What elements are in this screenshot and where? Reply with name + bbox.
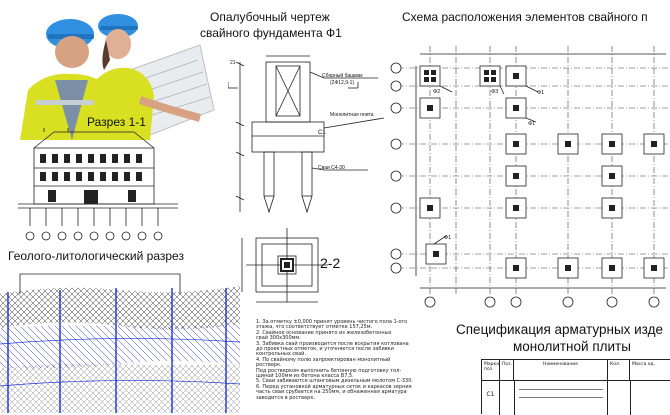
label-block-code: (2Ф12,9-1) — [330, 80, 355, 86]
formwork-notes: 1. За отметку ±0,000 принят уровень чист… — [256, 319, 416, 401]
note-line: 1. За отметку ±0,000 принят уровень чист… — [256, 319, 408, 325]
geo-title: Геолого-литологический разрез — [8, 249, 184, 263]
scheme-label-f2: Ф2 — [433, 89, 441, 95]
section-drawing — [18, 128, 178, 241]
spec-header-pos: Поз. — [500, 360, 514, 380]
spec-header-qty: Кол. — [608, 360, 630, 380]
scheme-title: Схема расположения элементов свайного п — [402, 10, 648, 24]
geo-section — [0, 273, 240, 413]
note-line: до проектных отметок, и уточняется после… — [256, 346, 394, 353]
note-line: 4. По свайному полю запроектирован монол… — [256, 356, 391, 369]
scheme-label-f1: Ф1 — [537, 90, 545, 96]
section-mark: 2-2 — [320, 255, 341, 271]
note-line: Под ростверком выполнить бетонную подгот… — [256, 367, 402, 374]
spec-table: Марка поз. Поз. Наименование Кол. Масса … — [481, 359, 670, 415]
spec-header-mass: Масса ед. — [632, 362, 656, 367]
label-slab: Монолитная плита — [330, 112, 374, 118]
note-line: щиной 100мм из бетона класса В7,5. — [256, 373, 354, 380]
scheme-label-f1b: Ф1 — [528, 121, 536, 127]
engineers-photo — [0, 0, 215, 140]
spec-row-mark: С1 — [482, 381, 500, 415]
label-block: Сборный башмак — [322, 73, 363, 79]
label-c1: С1 — [318, 130, 326, 136]
section-title: Разрез 1-1 — [87, 115, 146, 129]
label-pile: Сваи С4-30 — [318, 165, 345, 171]
pile-layout-scheme — [390, 46, 670, 308]
formwork-drawing — [228, 55, 385, 303]
note-line: 6. Перед установкой арматурных сеток и к… — [256, 383, 412, 390]
note-line: 3. Забивка свай производится после вскры… — [256, 340, 409, 347]
spec-header-mark: Марка поз. — [482, 360, 500, 380]
note-line: свай 300х300мм. — [256, 335, 301, 342]
note-line: 5. Сваи забиваются штанговым дизельным м… — [256, 378, 414, 385]
formwork-title-1: Опалубочный чертеж — [210, 10, 330, 24]
scheme-label-f3: Ф3 — [491, 89, 499, 95]
note-line: часть сваи срубается на 250мм, и обнажен… — [256, 389, 407, 396]
note-line: этажа, что соответствует отметке 157,25м… — [256, 324, 373, 331]
spec-title-1: Спецификация арматурных изде — [456, 322, 663, 337]
formwork-title-2: свайного фундамента Ф1 — [200, 26, 342, 40]
note-line: 2. Свайное основание принято из железобе… — [256, 329, 392, 336]
note-line: заводится в ростверк. — [256, 394, 315, 401]
label-21: 21 — [230, 60, 236, 66]
spec-title-2: монолитной плиты — [513, 339, 631, 354]
spec-header-name: Наименование — [514, 360, 608, 380]
note-line: контрольных свай. — [256, 351, 306, 358]
scheme-label-f1c: Ф1 — [444, 235, 452, 241]
